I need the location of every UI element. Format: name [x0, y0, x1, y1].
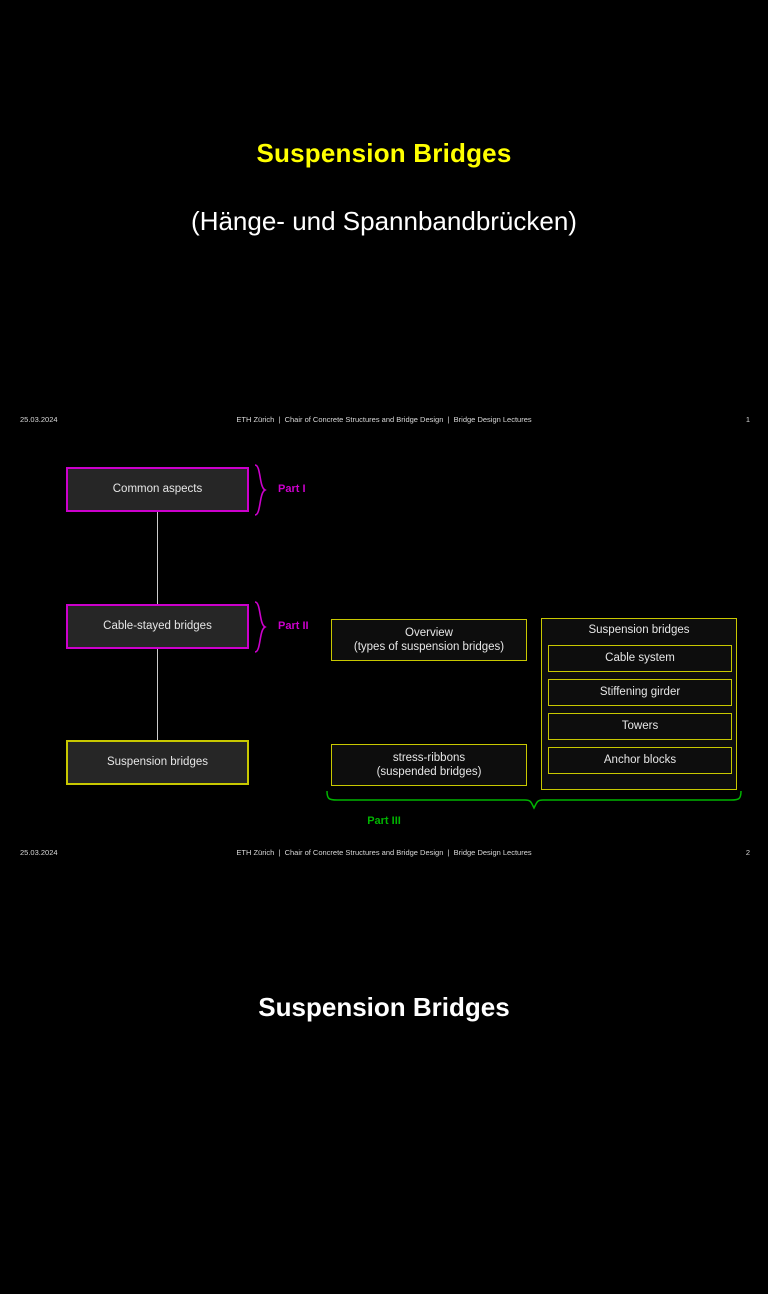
- slide1-title: Suspension Bridges: [256, 138, 512, 168]
- slide3-title: Suspension Bridges: [258, 992, 510, 1022]
- group-item-towers[interactable]: Towers: [548, 713, 732, 740]
- footer-institution-text: ETH Zürich | Chair of Concrete Structure…: [236, 415, 532, 424]
- detail-box-overview-text: Overview (types of suspension bridges): [354, 626, 504, 655]
- slide2-footer-bar: 25.03.2024 ETH Zürich | Chair of Concret…: [0, 848, 768, 862]
- slide-1: Suspension Bridges (Hänge- und Spannband…: [0, 0, 768, 432]
- footer-date: 25.03.2024: [20, 415, 58, 424]
- brace-part-1-icon: [254, 464, 267, 516]
- group-item-towers-label: Towers: [621, 720, 659, 733]
- group-box-suspension-bridges: Suspension bridges Cable system Stiffeni…: [541, 618, 737, 790]
- flow-node-common-aspects-label: Common aspects: [112, 483, 203, 496]
- footer-page-number: 1: [745, 415, 750, 424]
- detail-box-overview[interactable]: Overview (types of suspension bridges): [331, 619, 527, 661]
- footer-institution: ETH Zürich | Chair of Concrete Structure…: [0, 415, 768, 424]
- part-label-2: Part II: [278, 620, 309, 632]
- detail-box-overview-line1: Overview: [405, 626, 453, 639]
- footer2-date: 25.03.2024: [20, 848, 58, 857]
- detail-box-stress-ribbons-line1: stress-ribbons: [392, 751, 466, 764]
- group-item-anchor-blocks[interactable]: Anchor blocks: [548, 747, 732, 774]
- flow-node-cable-stayed-bridges-label: Cable-stayed bridges: [103, 620, 212, 633]
- detail-box-overview-line2: (types of suspension bridges): [353, 641, 505, 653]
- slide1-subtitle: (Hänge- und Spannbandbrücken): [191, 206, 577, 236]
- slide2-footer: [0, 1280, 768, 1294]
- group-item-anchor-blocks-label: Anchor blocks: [603, 754, 677, 767]
- flow-node-suspension-bridges-label: Suspension bridges: [106, 756, 208, 769]
- group-item-stiffening-girder[interactable]: Stiffening girder: [548, 679, 732, 706]
- footer2-page-number: 2: [745, 848, 750, 857]
- slide-3: Suspension Bridges: [0, 864, 768, 1024]
- footer2-institution-text: ETH Zürich | Chair of Concrete Structure…: [236, 848, 532, 857]
- brace-part-2-icon: [254, 601, 267, 653]
- slide-2: Common aspects Cable-stayed bridges Susp…: [0, 432, 768, 864]
- detail-box-stress-ribbons[interactable]: stress-ribbons (suspended bridges): [331, 744, 527, 786]
- detail-box-stress-ribbons-text: stress-ribbons (suspended bridges): [377, 751, 482, 780]
- flow-node-common-aspects[interactable]: Common aspects: [66, 467, 249, 512]
- group-item-cable-system[interactable]: Cable system: [548, 645, 732, 672]
- part-label-1: Part I: [278, 483, 306, 495]
- connector-1: [156, 512, 158, 623]
- detail-box-stress-ribbons-line2: (suspended bridges): [376, 766, 482, 778]
- part-label-3: Part III: [367, 815, 401, 827]
- flow-node-suspension-bridges[interactable]: Suspension bridges: [66, 740, 249, 785]
- connector-2: [156, 649, 158, 760]
- slide1-footer: 25.03.2024 ETH Zürich | Chair of Concret…: [0, 415, 768, 429]
- group-box-title: Suspension bridges: [588, 624, 690, 636]
- brace-part-3-icon: [326, 790, 742, 810]
- footer2-institution: ETH Zürich | Chair of Concrete Structure…: [0, 848, 768, 857]
- group-item-stiffening-girder-label: Stiffening girder: [599, 686, 681, 699]
- group-item-cable-system-label: Cable system: [605, 652, 675, 665]
- flow-node-cable-stayed-bridges[interactable]: Cable-stayed bridges: [66, 604, 249, 649]
